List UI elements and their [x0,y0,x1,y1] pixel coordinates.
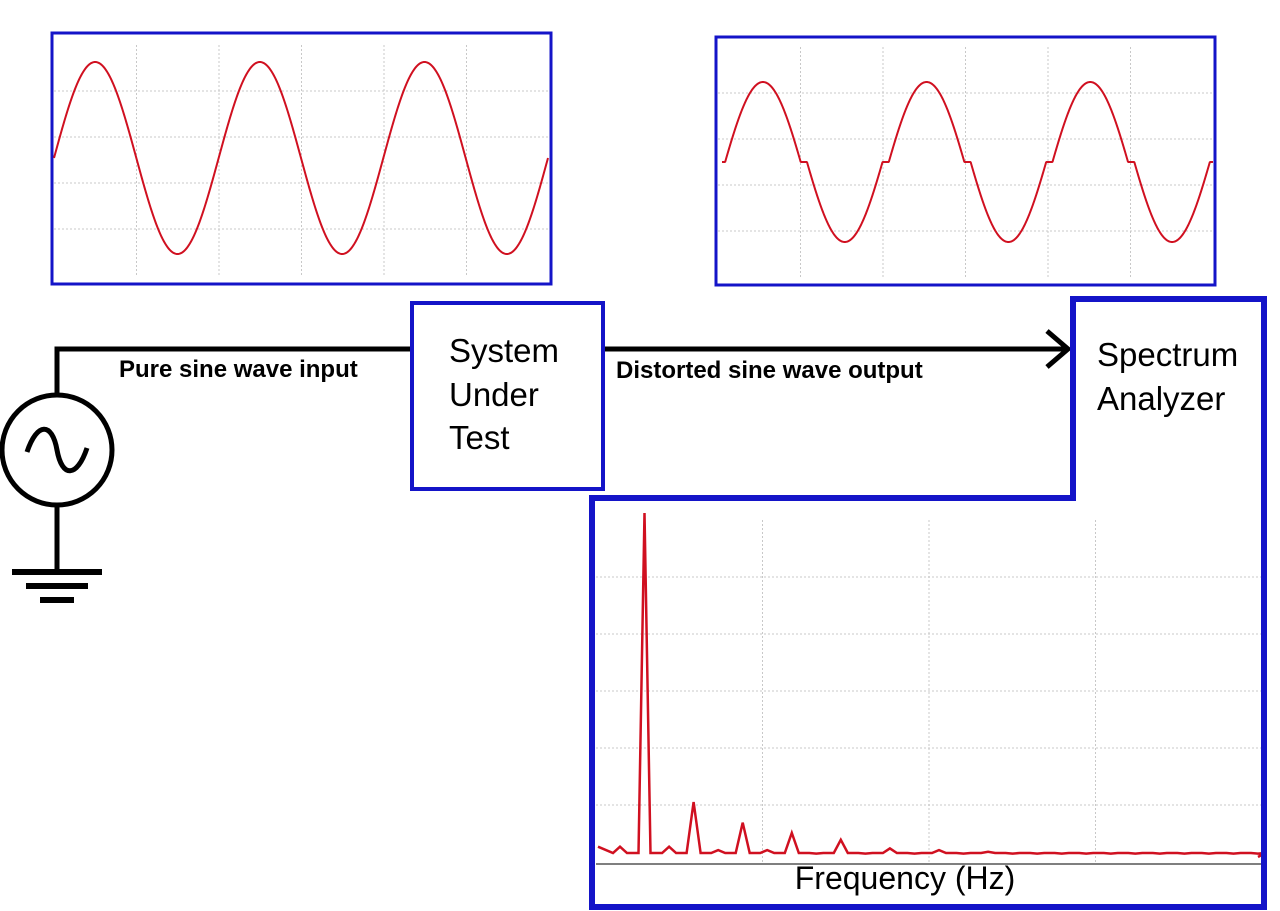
ac-voltage-source-icon [0,392,115,508]
input-plot-grid [54,45,549,275]
output-label: Distorted sine wave output [616,357,923,384]
spectrum-plot-grid [596,520,1262,862]
analyzer-box-line-2: Analyzer [1097,380,1225,417]
output-plot-grid [718,47,1213,277]
spectrum-x-axis-label: Frequency (Hz) [795,860,1016,896]
analyzer-box-line-1: Spectrum [1097,336,1238,373]
system-box-line-1: System [449,332,559,369]
ground-icon [12,569,102,603]
output-distorted-trace [722,80,1213,244]
signal-wires [54,329,1072,570]
analyzer-frame [589,296,1267,910]
spectrum-plot-area [594,500,1264,907]
system-box-line-2: Under [449,376,539,413]
input-sine-trace [53,60,549,256]
input-wire [54,346,412,405]
spectrum-trace [597,512,1266,859]
system-under-test-box: System Under Test [410,301,605,491]
input-label: Pure sine wave input [119,356,358,383]
arrow-head-icon [1045,329,1072,369]
input-waveform-plot [50,31,553,286]
system-box-line-3: Test [449,419,510,456]
spectrum-analyzer-box: Spectrum Analyzer Frequency (Hz) [589,296,1267,910]
output-waveform-plot [714,35,1217,287]
